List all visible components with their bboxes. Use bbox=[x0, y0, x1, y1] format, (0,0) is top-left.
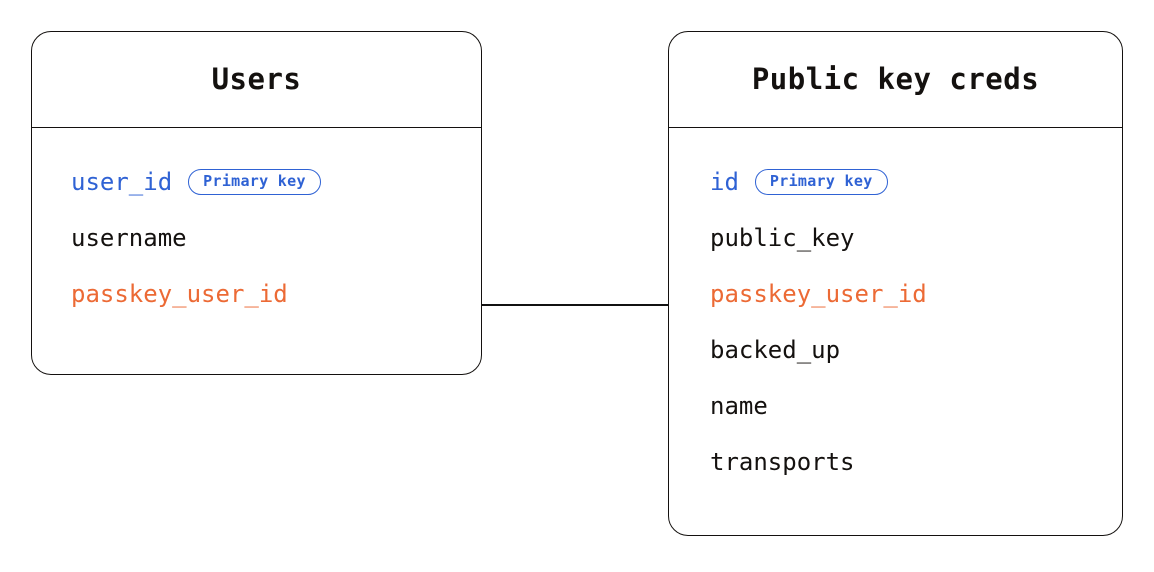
primary-key-badge-user-id: Primary key bbox=[188, 169, 321, 195]
field-name-public-key: public_key bbox=[710, 224, 855, 252]
field-row-username[interactable]: username bbox=[71, 210, 481, 266]
entity-public-key-creds[interactable]: Public key creds id Primary key public_k… bbox=[668, 31, 1123, 536]
field-name-passkey-user-id: passkey_user_id bbox=[71, 280, 288, 308]
entity-users-header: Users bbox=[32, 32, 481, 128]
entity-public-key-creds-fields: id Primary key public_key passkey_user_i… bbox=[669, 128, 1122, 535]
entity-public-key-creds-header: Public key creds bbox=[669, 32, 1122, 128]
entity-users[interactable]: Users user_id Primary key username passk… bbox=[31, 31, 482, 375]
primary-key-badge-label: Primary key bbox=[203, 172, 306, 190]
field-row-transports[interactable]: transports bbox=[710, 434, 1122, 490]
entity-users-title: Users bbox=[211, 62, 302, 96]
relationship-line-users-to-public-key-creds bbox=[481, 304, 669, 306]
field-row-passkey-user-id[interactable]: passkey_user_id bbox=[71, 266, 481, 322]
entity-users-fields: user_id Primary key username passkey_use… bbox=[32, 128, 481, 374]
field-row-user-id[interactable]: user_id Primary key bbox=[71, 154, 481, 210]
field-name-username: username bbox=[71, 224, 187, 252]
primary-key-badge-label: Primary key bbox=[769, 172, 873, 190]
field-row-passkey-user-id[interactable]: passkey_user_id bbox=[710, 266, 1122, 322]
field-row-backed-up[interactable]: backed_up bbox=[710, 322, 1122, 378]
field-name-passkey-user-id: passkey_user_id bbox=[710, 280, 927, 308]
primary-key-badge-id: Primary key bbox=[754, 169, 888, 195]
field-name-user-id: user_id bbox=[71, 168, 173, 196]
field-row-id[interactable]: id Primary key bbox=[710, 154, 1122, 210]
field-row-public-key[interactable]: public_key bbox=[710, 210, 1122, 266]
entity-public-key-creds-title: Public key creds bbox=[751, 62, 1040, 96]
field-row-name[interactable]: name bbox=[710, 378, 1122, 434]
field-name-name: name bbox=[710, 392, 768, 420]
field-name-backed-up: backed_up bbox=[710, 336, 841, 364]
field-name-id: id bbox=[710, 168, 739, 196]
field-name-transports: transports bbox=[710, 448, 855, 476]
